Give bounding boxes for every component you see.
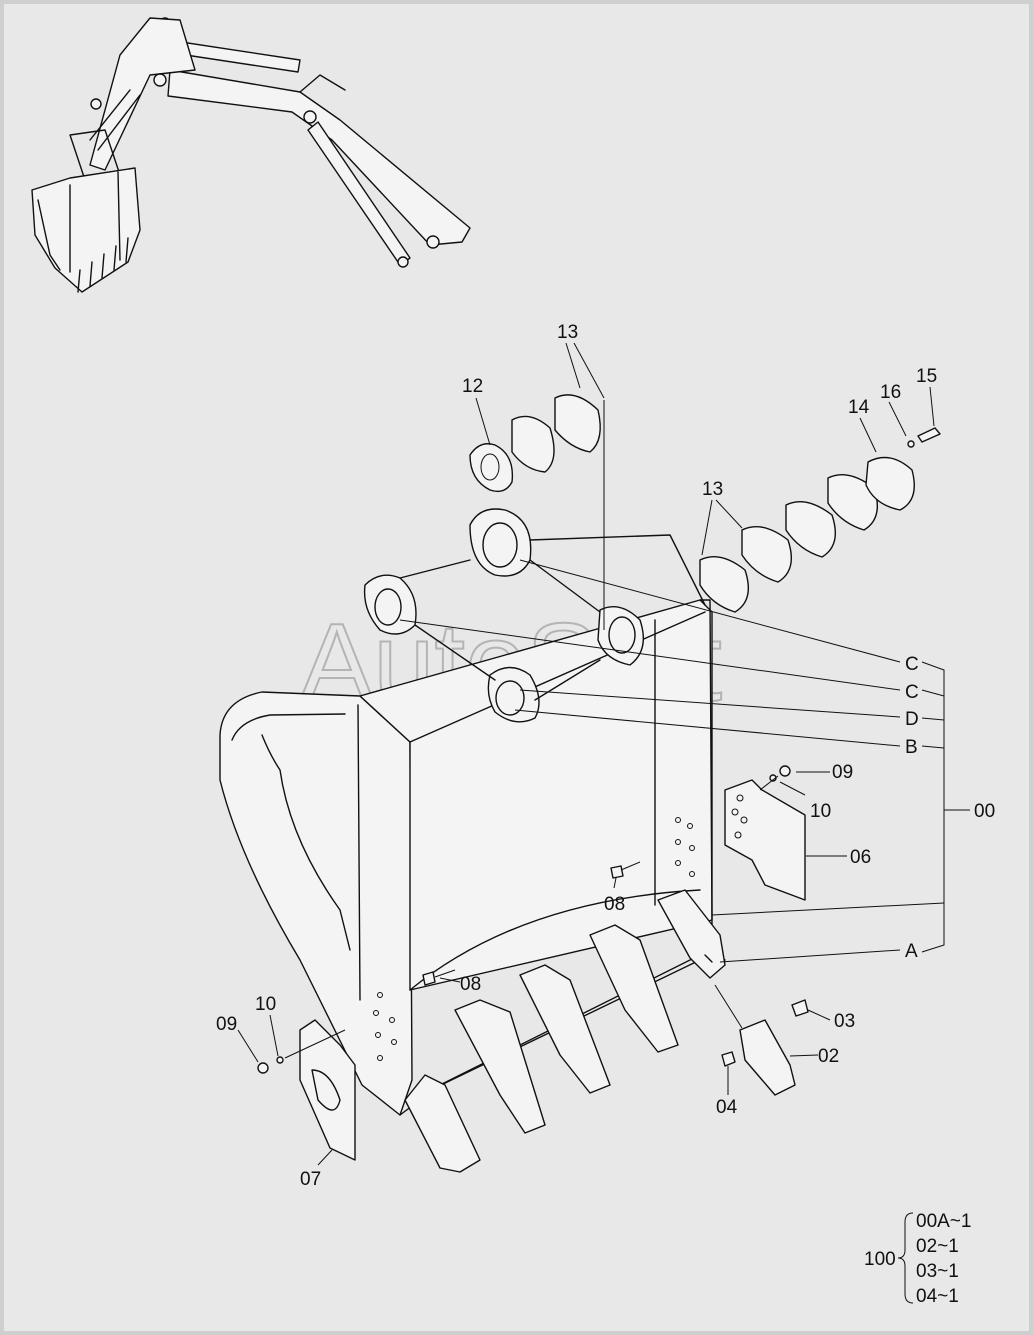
plate-14-part [865,456,915,511]
side-cutter-bolt-holes-right [675,817,695,877]
bolt-15-part [917,427,941,443]
callout-04: 04 [716,1097,738,1118]
callout-15: 15 [916,366,937,387]
side-cutter-06-part [724,779,806,901]
callout-08-right: 08 [604,894,625,915]
boss-lower-right [487,666,540,723]
kit-item: 02~1 [916,1236,959,1257]
kit-number: 100 [864,1249,896,1270]
callout-10-right: 10 [810,801,831,822]
pin-label-d: D [905,709,919,730]
pin-label-a: A [905,941,918,962]
nut-09-right-part [779,765,791,777]
boss-lower-left [363,574,417,635]
callout-16: 16 [880,382,901,403]
nut-09-left-part [257,1062,269,1074]
side-cutter-bolt-holes-left [373,992,397,1061]
callout-13-upper: 13 [557,322,578,343]
excavator-overview-illustration [31,17,471,293]
pin-03-part [791,999,809,1017]
tooth-02-part [739,1019,796,1096]
callout-14: 14 [848,397,870,418]
pin-label-c-2: C [905,682,919,703]
bolt-08-right-part [610,865,624,879]
callout-labels: 13 12 13 14 16 15 09 10 06 08 08 09 10 0… [216,322,995,1190]
callout-06: 06 [850,847,871,868]
boss-upper-left [469,508,532,577]
callout-13-lower: 13 [702,479,723,500]
side-cutter-07-part [299,1019,356,1161]
callout-09-right: 09 [832,762,853,783]
bucket-teeth [404,889,726,1173]
callout-08-left: 08 [460,974,481,995]
plate-12-part [469,443,514,493]
leader-lines [237,342,970,1304]
pin-label-b: B [905,737,918,758]
shim-set-upper [469,394,601,493]
callout-03: 03 [834,1011,855,1032]
washer-16-part [907,440,915,448]
kit-item: 03~1 [916,1261,959,1282]
washer-10-left-part [276,1056,284,1064]
callout-02: 02 [818,1046,839,1067]
bolt-08-left-part [422,971,436,986]
lock-04-part [721,1051,736,1067]
kit-item: 00A~1 [916,1211,971,1232]
callout-09-left: 09 [216,1014,237,1035]
callout-07: 07 [300,1169,321,1190]
boss-upper-right [597,606,644,666]
callout-10-left: 10 [255,994,276,1015]
shim-set-lower [699,427,941,613]
pin-labels: C C D B A [905,654,919,962]
pin-label-c-1: C [905,654,919,675]
callout-12: 12 [462,376,483,397]
callout-00: 00 [974,801,995,822]
kit-item: 04~1 [916,1286,959,1307]
kit-legend: 100 00A~1 02~1 03~1 04~1 [864,1211,971,1307]
